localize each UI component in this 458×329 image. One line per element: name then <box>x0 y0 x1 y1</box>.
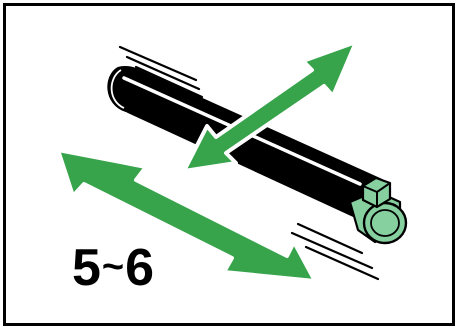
shake-count-min: 5 <box>72 239 101 297</box>
range-separator: ~ <box>102 237 124 297</box>
shake-count-max: 6 <box>125 239 154 297</box>
shake-count-label: 5~6 <box>72 237 154 298</box>
